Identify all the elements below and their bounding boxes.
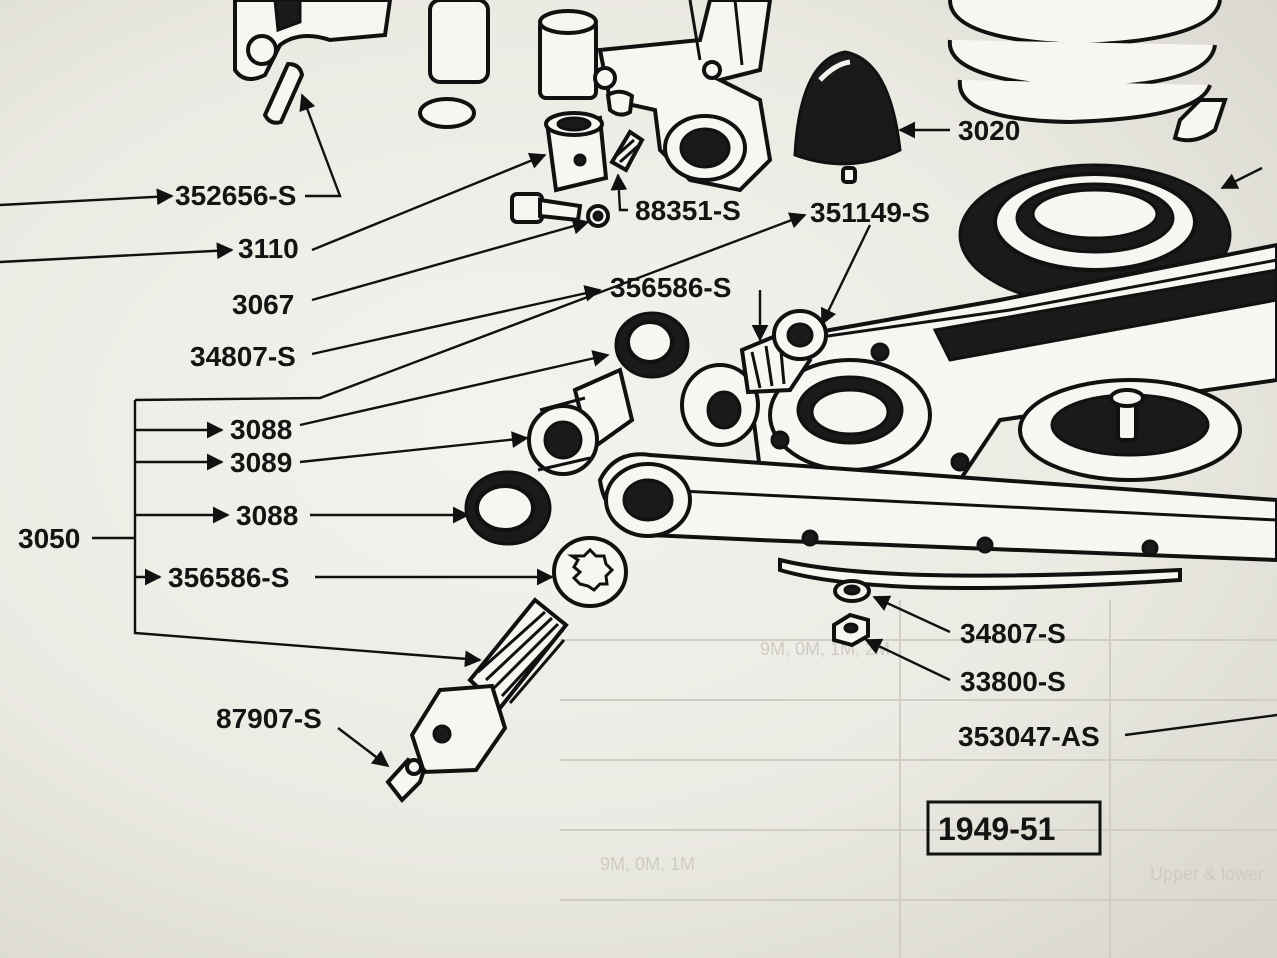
grease-fitting-part: [385, 757, 427, 804]
toothed-washer-356586: [552, 536, 628, 608]
callout-88351-s: 88351-S: [635, 195, 741, 226]
bushing-3088-upper: [614, 311, 690, 379]
bushing-3088-lower: [464, 470, 552, 546]
callout-3067: 3067: [232, 289, 294, 320]
callout-356586-s-top: 356586-S: [610, 272, 731, 303]
callout-33800-s: 33800-S: [960, 666, 1066, 697]
bushing-3089: [527, 367, 635, 476]
eccentric-bushing-part: [680, 309, 828, 447]
callout-3110: 3110: [238, 233, 299, 264]
callout-87907-s: 87907-S: [216, 703, 322, 734]
svg-text:Upper & lower: Upper & lower: [1150, 864, 1264, 884]
lower-control-arm-part: [597, 242, 1277, 590]
nut-33800: [832, 612, 870, 648]
bleed-through-background: 9M, 0M, 1M, 2M 9M, 0M, 1M Upper & lower: [560, 600, 1277, 958]
pin-part: [262, 61, 305, 125]
callout-3050: 3050: [18, 523, 80, 554]
callout-3088-b: 3088: [236, 500, 298, 531]
callout-356586-s-bottom: 356586-S: [168, 562, 289, 593]
steering-knuckle-assembly: [538, 0, 773, 193]
bolt-3067-part: [510, 192, 610, 228]
callout-34807-s-top: 34807-S: [190, 341, 296, 372]
callout-352656-s: 352656-S: [175, 180, 296, 211]
callout-351149-s: 351149-S: [810, 197, 930, 228]
callout-3020: 3020: [958, 115, 1020, 146]
leader-lines: [0, 93, 1277, 768]
callout-3088-a: 3088: [230, 414, 292, 445]
year-box: 1949-51: [926, 800, 1102, 856]
coil-spring-part: [947, 0, 1228, 143]
set-screw-part: [609, 129, 645, 173]
upper-bracket-part: [233, 0, 490, 129]
cone-3020-part: [793, 50, 902, 184]
year-label: 1949-51: [938, 811, 1055, 847]
lock-washer-34807: [833, 579, 871, 603]
svg-text:9M, 0M, 1M: 9M, 0M, 1M: [600, 854, 695, 874]
callout-353047-as: 353047-AS: [958, 721, 1100, 752]
pivot-bolt-part: [409, 597, 569, 775]
bushing-3110-part: [544, 111, 609, 193]
callout-3089: 3089: [230, 447, 292, 478]
callout-34807-s-right: 34807-S: [960, 618, 1066, 649]
